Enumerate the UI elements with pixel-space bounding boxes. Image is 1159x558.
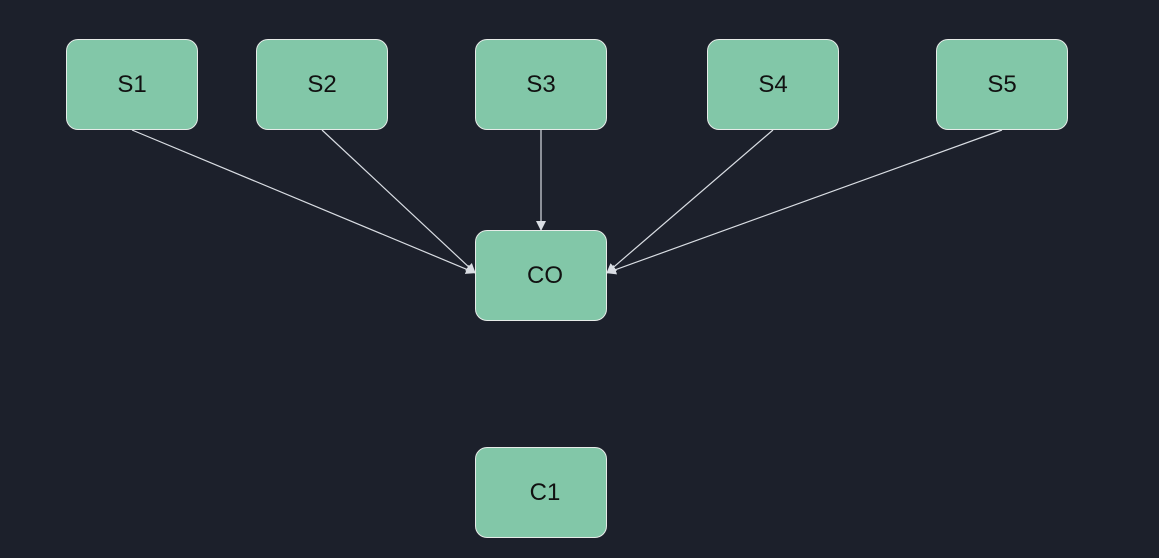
node-s3[interactable]: S3 <box>475 39 607 130</box>
node-c1-label: C1 <box>529 478 561 506</box>
edge-s5-co <box>606 129 1003 275</box>
node-s4-label: S4 <box>758 70 788 98</box>
node-s5[interactable]: S5 <box>936 39 1068 130</box>
node-s3-label: S3 <box>526 70 556 98</box>
node-c1[interactable]: C1 <box>475 447 607 538</box>
node-co[interactable]: CO <box>475 230 607 321</box>
node-s4[interactable]: S4 <box>707 39 839 130</box>
node-s2-label: S2 <box>307 70 337 98</box>
node-s2[interactable]: S2 <box>256 39 388 130</box>
node-s5-label: S5 <box>987 70 1017 98</box>
edge-s1-co <box>131 129 476 274</box>
node-s1[interactable]: S1 <box>66 39 198 130</box>
edge-s4-co <box>606 129 774 274</box>
node-co-label: CO <box>527 261 563 289</box>
node-s1-label: S1 <box>117 70 147 98</box>
edge-s2-co <box>321 129 476 274</box>
